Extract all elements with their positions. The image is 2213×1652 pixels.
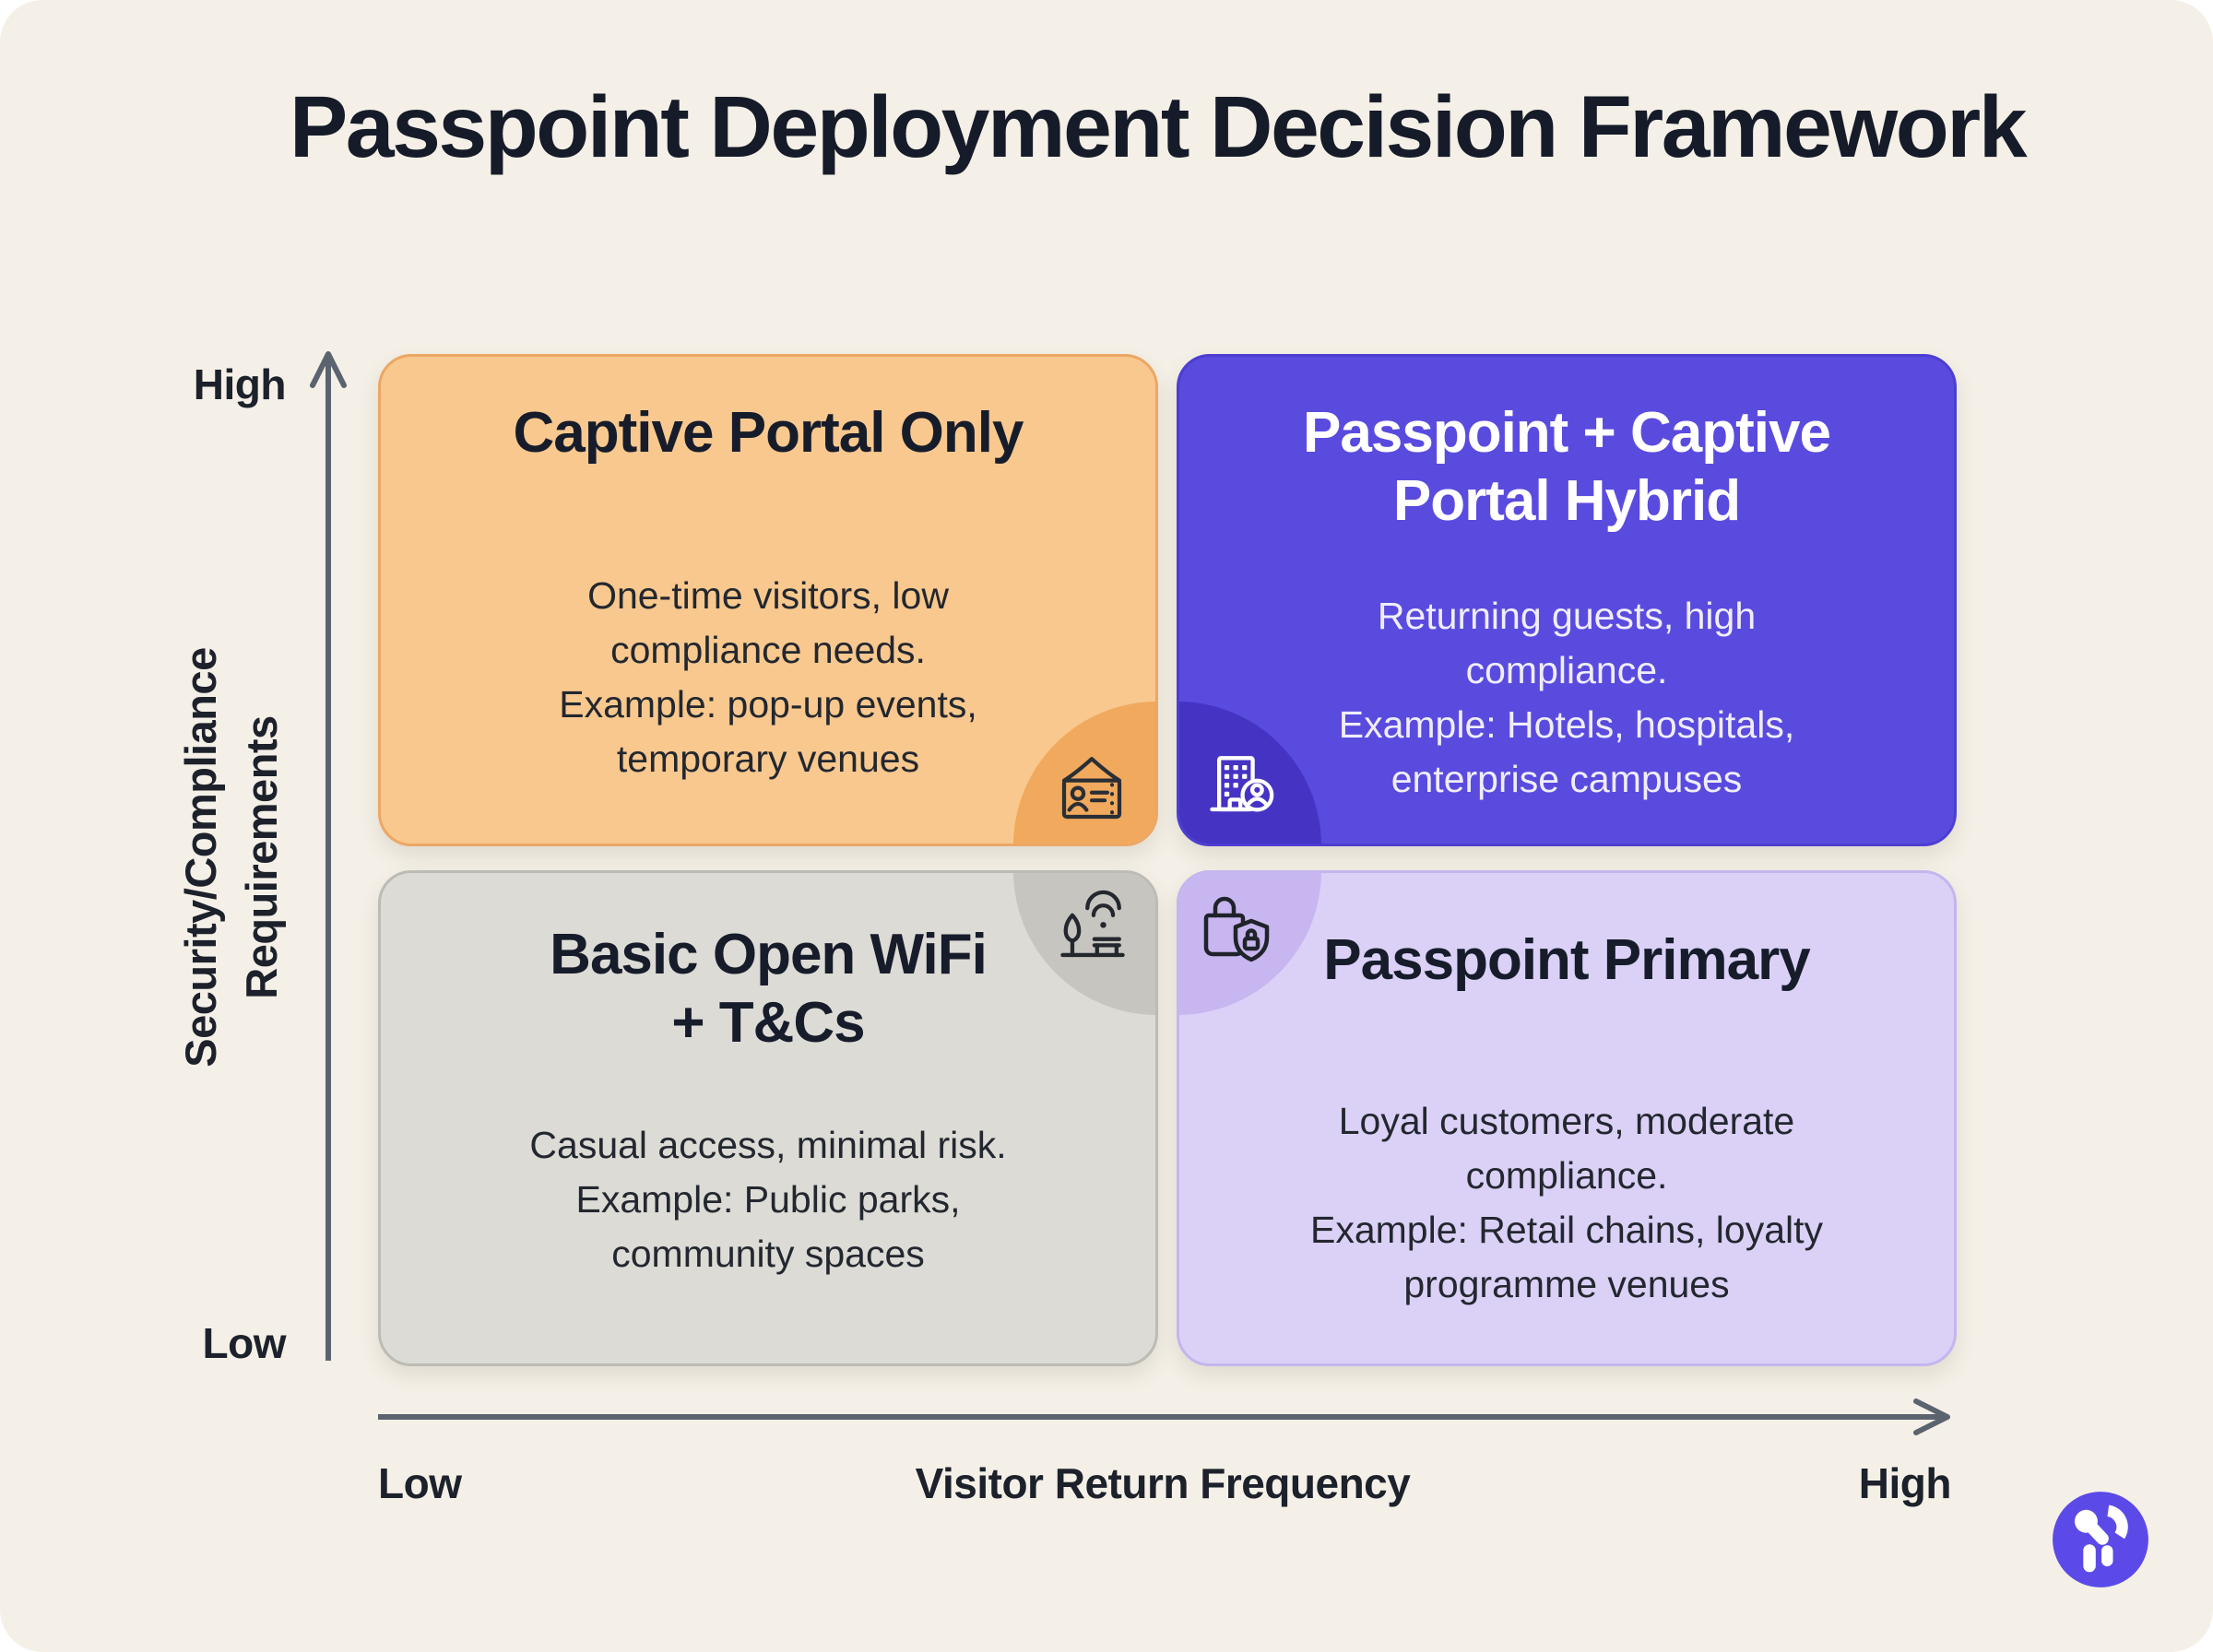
event-badge-icon: [1061, 757, 1122, 820]
quadrant-basic-open-wifi: Basic Open WiFi + T&Cs Casual access, mi…: [378, 870, 1158, 1366]
x-axis-title: Visitor Return Frequency: [915, 1459, 1411, 1507]
building-user-icon: [1210, 756, 1274, 812]
quadrant-title: Basic Open WiFi + T&Cs: [550, 923, 988, 1056]
park-wifi-icon: [1060, 890, 1125, 958]
quadrant-body: Returning guests, high compliance. Examp…: [1338, 595, 1795, 801]
quadrant-body: Loyal customers, moderate compliance. Ex…: [1309, 1100, 1824, 1306]
quadrant-title: Captive Portal Only: [513, 401, 1024, 465]
quadrant-title: Passpoint Primary: [1323, 928, 1810, 992]
quadrant-body: Casual access, minimal risk. Example: Pu…: [529, 1124, 1007, 1276]
page-title: Passpoint Deployment Decision Framework: [289, 78, 2028, 176]
passpoint-logo: [2053, 1492, 2148, 1587]
quadrant-captive-portal-only: Captive Portal Only One-time visitors, l…: [378, 354, 1158, 846]
y-axis-low-label: Low: [202, 1319, 287, 1367]
y-axis-high-label: High: [193, 360, 287, 408]
quadrant-passpoint-primary: Passpoint Primary Loyal customers, moder…: [1177, 870, 1957, 1366]
quadrant-body: One-time visitors, low compliance needs.…: [559, 574, 977, 781]
bag-shield-icon: [1203, 896, 1270, 962]
quadrant-passpoint-captive-hybrid: Passpoint + Captive Portal Hybrid Return…: [1177, 354, 1957, 846]
y-axis-arrow: [310, 351, 347, 1361]
x-axis-arrow: [378, 1398, 1950, 1435]
x-axis-high-label: High: [1858, 1459, 1952, 1507]
y-axis-title: Security/Compliance Requirements: [176, 647, 286, 1068]
quadrant-title: Passpoint + Captive Portal Hybrid: [1303, 401, 1831, 534]
x-axis-low-label: Low: [378, 1459, 462, 1507]
